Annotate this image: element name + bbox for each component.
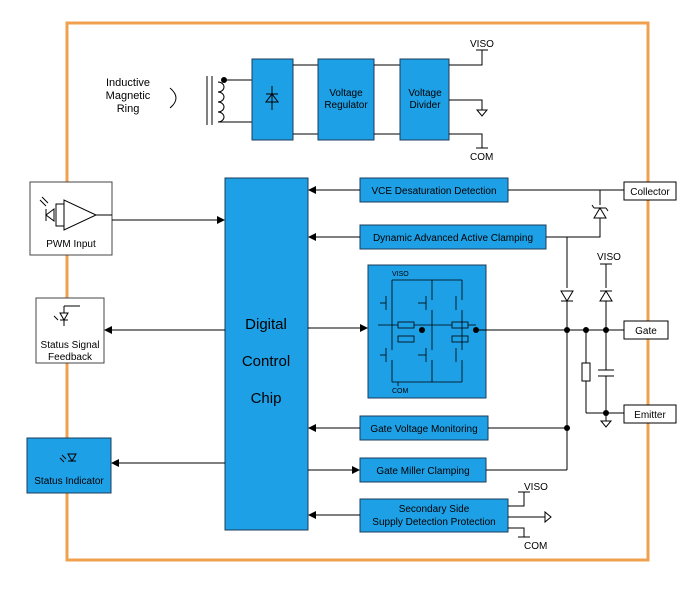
miller-clamping-block [359, 457, 487, 483]
active-clamping-label: Dynamic Advanced Active Clamping [373, 233, 533, 244]
svg-text:Ring: Ring [117, 103, 140, 115]
divider-label-line2: Divider [409, 100, 441, 111]
collector-label: Collector [630, 187, 670, 198]
transformer-icon [206, 76, 252, 125]
chip-label-line2: Control [242, 353, 290, 370]
feedback-label-line2: Feedback [48, 352, 93, 363]
desat-diode-icon [591, 204, 609, 219]
emitter-ground-icon [599, 420, 613, 428]
voltage-divider-block [399, 58, 450, 141]
ground-icon [475, 109, 489, 117]
regulator-label-line1: Voltage [329, 88, 363, 99]
voltage-regulator-block [317, 58, 375, 141]
gate-viso-label: VISO [597, 252, 621, 263]
miller-clamping-label: Gate Miller Clamping [376, 466, 469, 477]
gate-voltage-monitoring-block [359, 415, 489, 441]
feedback-label-line1: Status Signal [41, 340, 100, 351]
collector-terminal [623, 181, 677, 201]
chip-label-line3: Chip [251, 390, 282, 407]
emitter-terminal [623, 404, 677, 424]
status-indicator-block [26, 437, 112, 494]
divider-label-line1: Voltage [408, 88, 442, 99]
digital-control-chip [224, 177, 309, 531]
clamp-diode-icon [560, 290, 574, 302]
supply-viso-label: VISO [524, 482, 548, 493]
active-clamping-block [359, 224, 547, 250]
gate-zener-icon [599, 290, 613, 302]
regulator-label-line2: Regulator [324, 100, 368, 111]
power-source-label: Inductive Magnetic Ring [106, 77, 151, 115]
chip-label-line1: Digital [245, 316, 287, 333]
pwm-input-box [29, 181, 113, 256]
gate-label: Gate [635, 326, 657, 337]
driver-schematic [378, 279, 476, 386]
gate-monitoring-label: Gate Voltage Monitoring [370, 424, 477, 435]
gate-resistor [581, 362, 591, 382]
svg-text:Inductive: Inductive [106, 77, 150, 89]
driver-com-label: COM [392, 388, 409, 395]
emitter-label: Emitter [634, 410, 666, 421]
status-indicator-label: Status Indicator [34, 476, 104, 487]
svg-text:Magnetic: Magnetic [106, 90, 151, 102]
indicator-led-icon [59, 453, 77, 463]
supply-detection-label-line2: Supply Detection Protection [372, 517, 495, 528]
gate-terminal [623, 320, 669, 340]
driver-viso-label: VISO [392, 271, 409, 278]
vce-desat-label: VCE Desaturation Detection [371, 186, 496, 197]
pwm-input-label: PWM Input [46, 239, 96, 250]
supply-com-label: COM [524, 541, 547, 552]
gate-driver-bridge [367, 264, 487, 399]
supply-detection-label-line1: Secondary Side [399, 504, 470, 515]
supply-detection-block [359, 498, 509, 533]
supply-ground-icon [544, 510, 552, 524]
outer-frame [65, 21, 650, 562]
magnetic-ring-arc [169, 87, 177, 109]
feedback-led-icon [53, 305, 80, 326]
power-com-label: COM [470, 152, 493, 163]
optocoupler-icon [39, 196, 112, 231]
power-viso-label: VISO [470, 39, 494, 50]
rectifier-diode-icon [265, 86, 279, 110]
